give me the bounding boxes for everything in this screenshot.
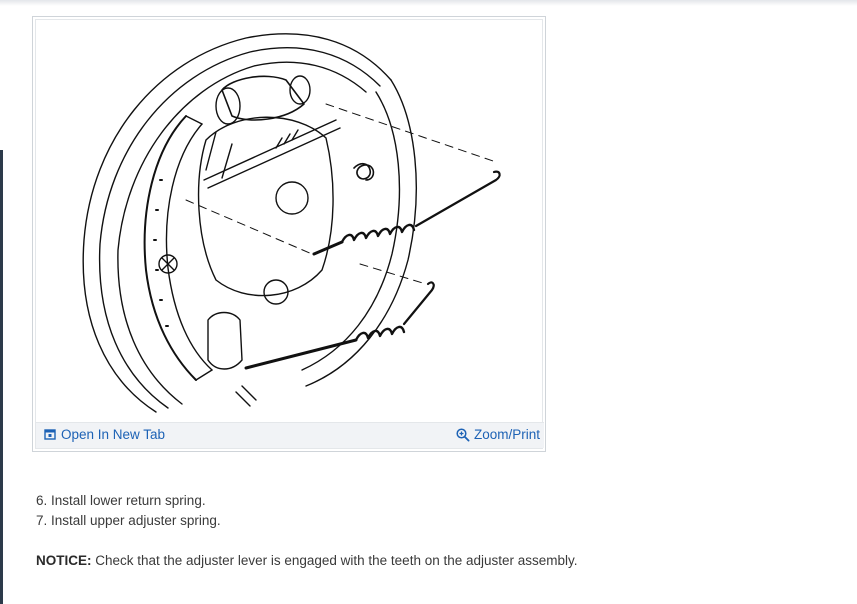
zoom-print-button[interactable]: Zoom/Print [456,427,540,442]
figure-frame: Open In New Tab Zoom/Print [35,19,544,449]
step-item: 6. Install lower return spring. [36,493,206,508]
window-left-edge [0,150,3,604]
open-in-new-tab-button[interactable]: Open In New Tab [44,427,165,442]
figure-toolbar: Open In New Tab Zoom/Print [36,422,544,448]
figure-card: Open In New Tab Zoom/Print [32,16,546,452]
notice-text: Check that the adjuster lever is engaged… [91,553,578,568]
brake-assembly-diagram [82,33,501,413]
top-shadow [0,0,857,6]
zoom-print-label: Zoom/Print [473,427,540,442]
notice-paragraph: NOTICE: Check that the adjuster lever is… [36,553,578,568]
notice-label: NOTICE: [36,553,92,568]
step-item: 7. Install upper adjuster spring. [36,513,221,528]
open-in-new-tab-label: Open In New Tab [61,427,166,442]
zoom-in-icon [456,427,470,441]
open-new-tab-icon [44,429,56,440]
